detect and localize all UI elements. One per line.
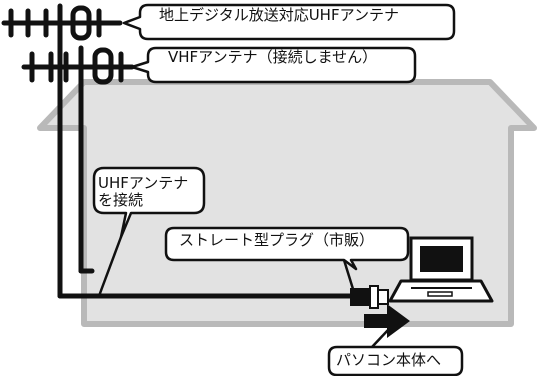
laptop-icon xyxy=(388,236,494,303)
plug-icon xyxy=(350,285,389,309)
callout-vhf-antenna xyxy=(130,46,417,84)
callout-uhf-connect xyxy=(92,166,206,297)
callout-to-pc xyxy=(327,329,464,376)
right-arrow-icon xyxy=(364,304,410,338)
uhf-connect-line-1: UHFアンテナ xyxy=(98,174,189,192)
callout-uhf-antenna xyxy=(122,3,456,41)
vhf-antenna-label: VHFアンテナ（接続しません） xyxy=(168,48,378,66)
vhf-antenna-icon xyxy=(21,45,135,274)
callout-cable-plug xyxy=(164,226,410,290)
uhf-connect-line-2: を接続 xyxy=(98,191,144,210)
cable-plug-label: ストレート型プラグ（市販） xyxy=(179,231,375,249)
uhf-antenna-label: 地上デジタル放送対応UHFアンテナ xyxy=(159,6,399,24)
uhf-antenna-icon xyxy=(1,3,123,299)
uhf-connect-label: UHFアンテナ を接続 xyxy=(98,174,218,210)
to-pc-label: パソコン本体へ xyxy=(336,351,442,369)
